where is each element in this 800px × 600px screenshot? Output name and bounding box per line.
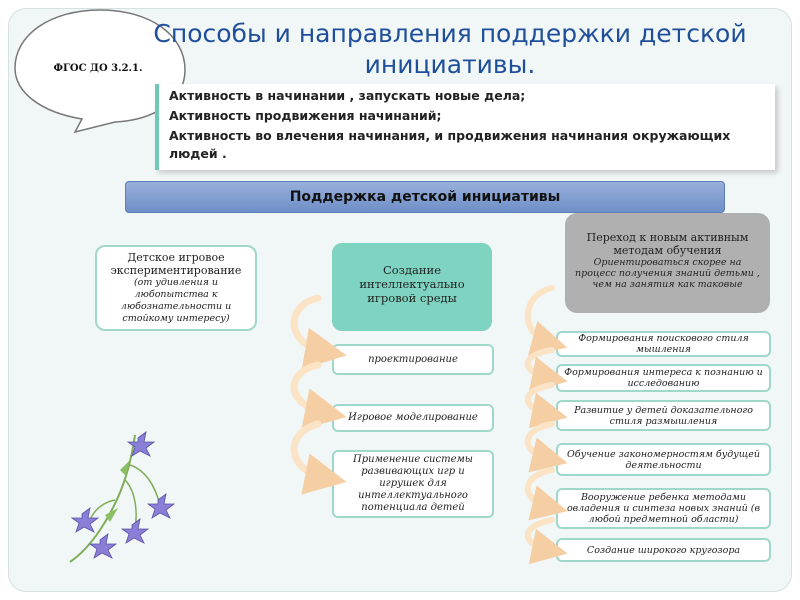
page-title: Способы и направления поддержки детской … bbox=[153, 19, 747, 79]
environment-item: Игровое моделирование bbox=[332, 404, 494, 432]
fgos-label: ФГОС ДО 3.2.1. bbox=[53, 63, 143, 74]
curved-arrow-icon bbox=[524, 285, 568, 356]
environment-box: Создание интеллектуально игровой среды bbox=[332, 243, 492, 331]
method-item: Создание широкого кругозора bbox=[556, 538, 771, 562]
methods-subtitle: Ориентироваться скорее на процесс получе… bbox=[575, 257, 760, 290]
activity-list: Активность в начинании , запускать новые… bbox=[155, 84, 775, 170]
method-item: Развитие у детей доказательного стиля ра… bbox=[556, 400, 771, 431]
method-item: Формирования интереса к познанию и иссле… bbox=[556, 364, 771, 392]
environment-item: проектирование bbox=[332, 344, 494, 375]
curved-arrow-icon bbox=[524, 421, 568, 473]
activity-item: Активность в начинании , запускать новые… bbox=[169, 88, 526, 103]
activity-item: Активность продвижения начинаний; bbox=[169, 108, 442, 123]
curved-arrow-icon bbox=[524, 467, 568, 521]
bluebell-flower-icon bbox=[69, 431, 176, 563]
support-bar: Поддержка детской инициативы bbox=[125, 181, 725, 213]
curved-arrow-icon bbox=[290, 294, 347, 370]
activity-item: Активность во влечения начинания, и прод… bbox=[169, 128, 731, 161]
curved-arrow-icon bbox=[524, 517, 568, 565]
environment-item: Применение системы развивающих игр и игр… bbox=[332, 450, 494, 518]
method-item: Вооружение ребенка методами овладения и … bbox=[556, 488, 771, 529]
speech-bubble bbox=[14, 9, 186, 134]
curved-arrow-icon bbox=[290, 361, 347, 430]
curved-arrow-icon bbox=[524, 347, 568, 393]
methods-box: Переход к новым активным методам обучени… bbox=[565, 213, 770, 313]
experimentation-box: Детское игровое экспериментирование (от … bbox=[95, 245, 257, 331]
experimentation-subtitle: (от удивления и любопытства к любознател… bbox=[120, 277, 232, 324]
method-item: Формирования поискового стиля мышления bbox=[556, 331, 771, 357]
methods-title: Переход к новым активным методам обучени… bbox=[586, 231, 749, 257]
curved-arrow-icon bbox=[290, 420, 347, 495]
experimentation-title: Детское игровое экспериментирование bbox=[110, 251, 242, 277]
curved-arrow-icon bbox=[524, 382, 568, 429]
method-item: Обучение закономерностям будущей деятель… bbox=[556, 443, 771, 476]
